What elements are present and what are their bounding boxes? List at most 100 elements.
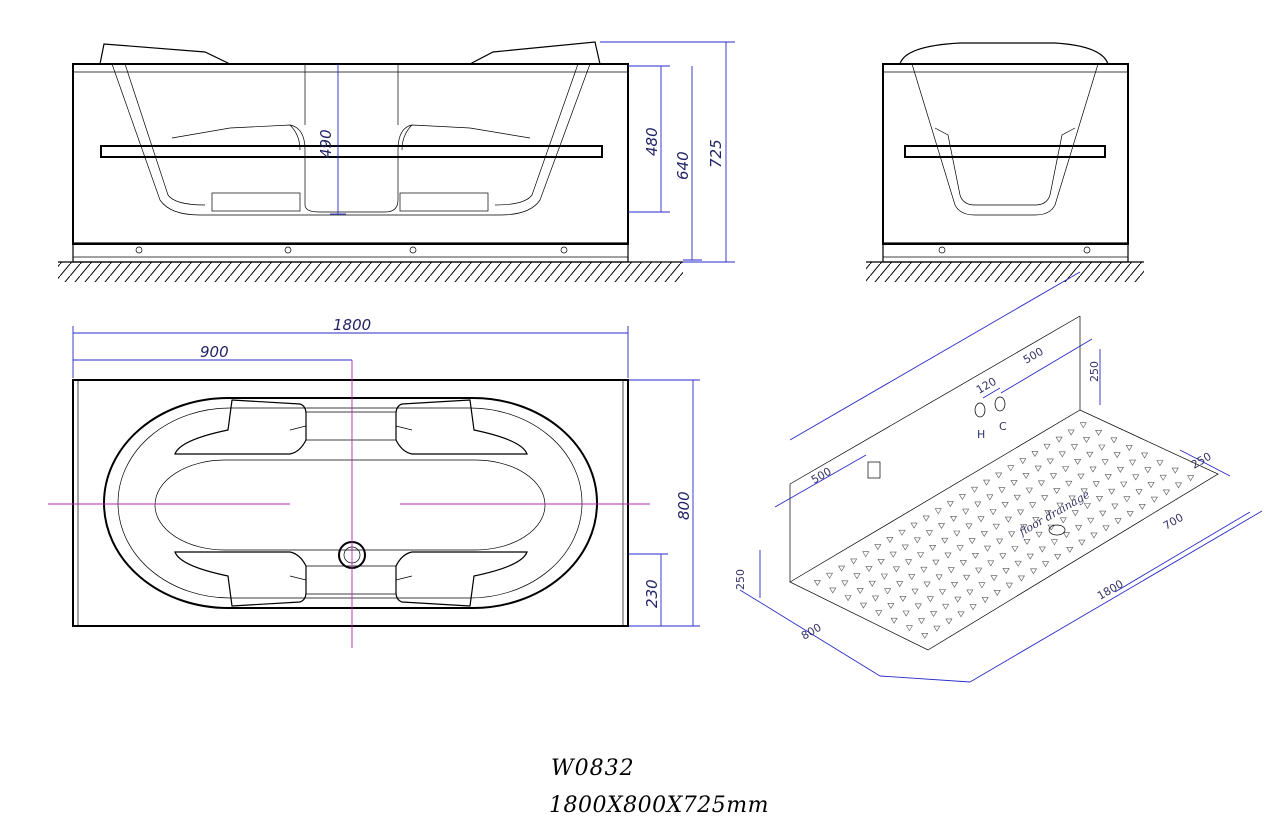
floor-triangle: [874, 544, 882, 551]
floor-triangle: [993, 589, 1001, 596]
floor-triangle: [1089, 466, 1097, 473]
floor-triangle: [1162, 489, 1170, 496]
floor-triangle: [886, 537, 894, 543]
floor-triangle: [1092, 481, 1100, 488]
floor-triangle: [1074, 459, 1082, 465]
floor-triangle: [813, 580, 821, 586]
floor-triangle: [1049, 473, 1058, 480]
floor-triangle: [875, 610, 883, 617]
floor-triangle: [992, 523, 1000, 530]
floor-triangle: [829, 587, 837, 594]
floor-triangle: [957, 611, 965, 618]
floor-triangle: [1082, 437, 1091, 444]
floor-triangle: [1126, 511, 1134, 518]
floor-triangle: [1007, 465, 1015, 472]
floor-triangle: [981, 597, 989, 604]
floor-triangle: [1058, 451, 1066, 458]
floor-triangle: [892, 566, 900, 573]
floor-triangle: [1042, 561, 1050, 568]
floor-triangle: [956, 545, 964, 552]
floor-triangle: [1156, 460, 1164, 467]
floor-triangle: [1020, 524, 1028, 531]
floor-triangle: [1037, 480, 1045, 487]
floor-triangle: [958, 494, 966, 500]
dim-725: 725: [707, 139, 725, 168]
floor-triangle: [902, 610, 910, 617]
floor-triangle: [1019, 458, 1027, 465]
floor-triangle: [825, 572, 834, 579]
floor-triangle: [1114, 518, 1122, 525]
model-code: W0832: [551, 756, 635, 781]
model-size: 1800X800X725mm: [549, 793, 770, 818]
dim-120: 120: [974, 375, 999, 397]
floor-triangle: [1054, 554, 1062, 561]
floor-triangle: [1005, 582, 1013, 589]
floor-triangle: [865, 566, 873, 573]
floor-triangle: [963, 574, 971, 581]
floor-triangle: [884, 588, 892, 595]
floor-triangle: [1016, 509, 1025, 516]
dim-250-right: 250: [1189, 450, 1214, 472]
floor-triangle: [970, 486, 979, 493]
floor-triangle: [1099, 510, 1107, 517]
floor-triangle: [1011, 546, 1019, 553]
floor-triangle: [1059, 517, 1067, 524]
floor-triangle: [983, 545, 992, 552]
armrest-pads: [174, 399, 528, 607]
floor-triangle: [941, 537, 949, 544]
floor-triangle: [920, 566, 928, 573]
floor-triangle: [1032, 517, 1040, 524]
grab-rail-side: [904, 145, 1106, 158]
floor-triangle: [965, 523, 973, 530]
floor-triangle: [968, 538, 976, 545]
floor-triangle: [954, 596, 962, 603]
floor-triangle: [1110, 437, 1118, 444]
floor-triangle: [1080, 488, 1088, 495]
floor-triangle: [898, 529, 906, 536]
floor-triangle: [1062, 532, 1071, 539]
dim-640: 640: [674, 151, 692, 180]
floor-triangle: [944, 552, 952, 559]
floor-triangle: [1086, 451, 1094, 458]
floor-triangle: [914, 603, 922, 610]
floor-triangle: [987, 560, 995, 567]
dim-490: 490: [317, 129, 335, 158]
floor-triangle: [896, 581, 904, 588]
floor-triangle: [925, 530, 933, 537]
floor-triangle: [938, 589, 946, 596]
floor-triangle: [983, 479, 991, 486]
floor-drain: [1048, 524, 1066, 536]
floor-triangle: [1159, 474, 1167, 481]
floor-triangle: [1077, 473, 1085, 480]
floor-triangle: [1070, 444, 1078, 451]
floor-triangle: [850, 558, 858, 565]
floor-triangle: [1055, 436, 1063, 443]
floor-triangle: [1029, 568, 1038, 575]
floor-triangle: [1046, 458, 1054, 465]
floor-triangle: [930, 611, 938, 617]
dim-1800-site: 1800: [1095, 577, 1126, 602]
floor-triangle: [889, 551, 897, 558]
floor-triangle: [1090, 532, 1098, 539]
floor-triangle: [1043, 443, 1051, 450]
floor-triangle: [1147, 482, 1155, 488]
hot-label: H: [977, 428, 985, 441]
floor-triangle: [975, 567, 983, 574]
floor-triangle: [945, 618, 953, 625]
floor-triangle: [1022, 472, 1030, 479]
floor-triangle: [926, 596, 934, 603]
floor-triangle: [1174, 482, 1183, 489]
floor-triangle: [1034, 465, 1042, 472]
floor-triangle: [953, 530, 961, 537]
hot-outlet: [974, 402, 986, 418]
floor-triangle: [1023, 539, 1031, 545]
floor-triangle: [933, 625, 941, 632]
floor-triangle: [871, 595, 880, 602]
floor-triangle: [1141, 452, 1149, 459]
floor-triangle: [1025, 487, 1033, 494]
floor-triangle: [923, 581, 931, 588]
site-view: [739, 271, 1263, 683]
floor-triangle: [904, 559, 913, 566]
floor-triangle: [1101, 459, 1109, 466]
